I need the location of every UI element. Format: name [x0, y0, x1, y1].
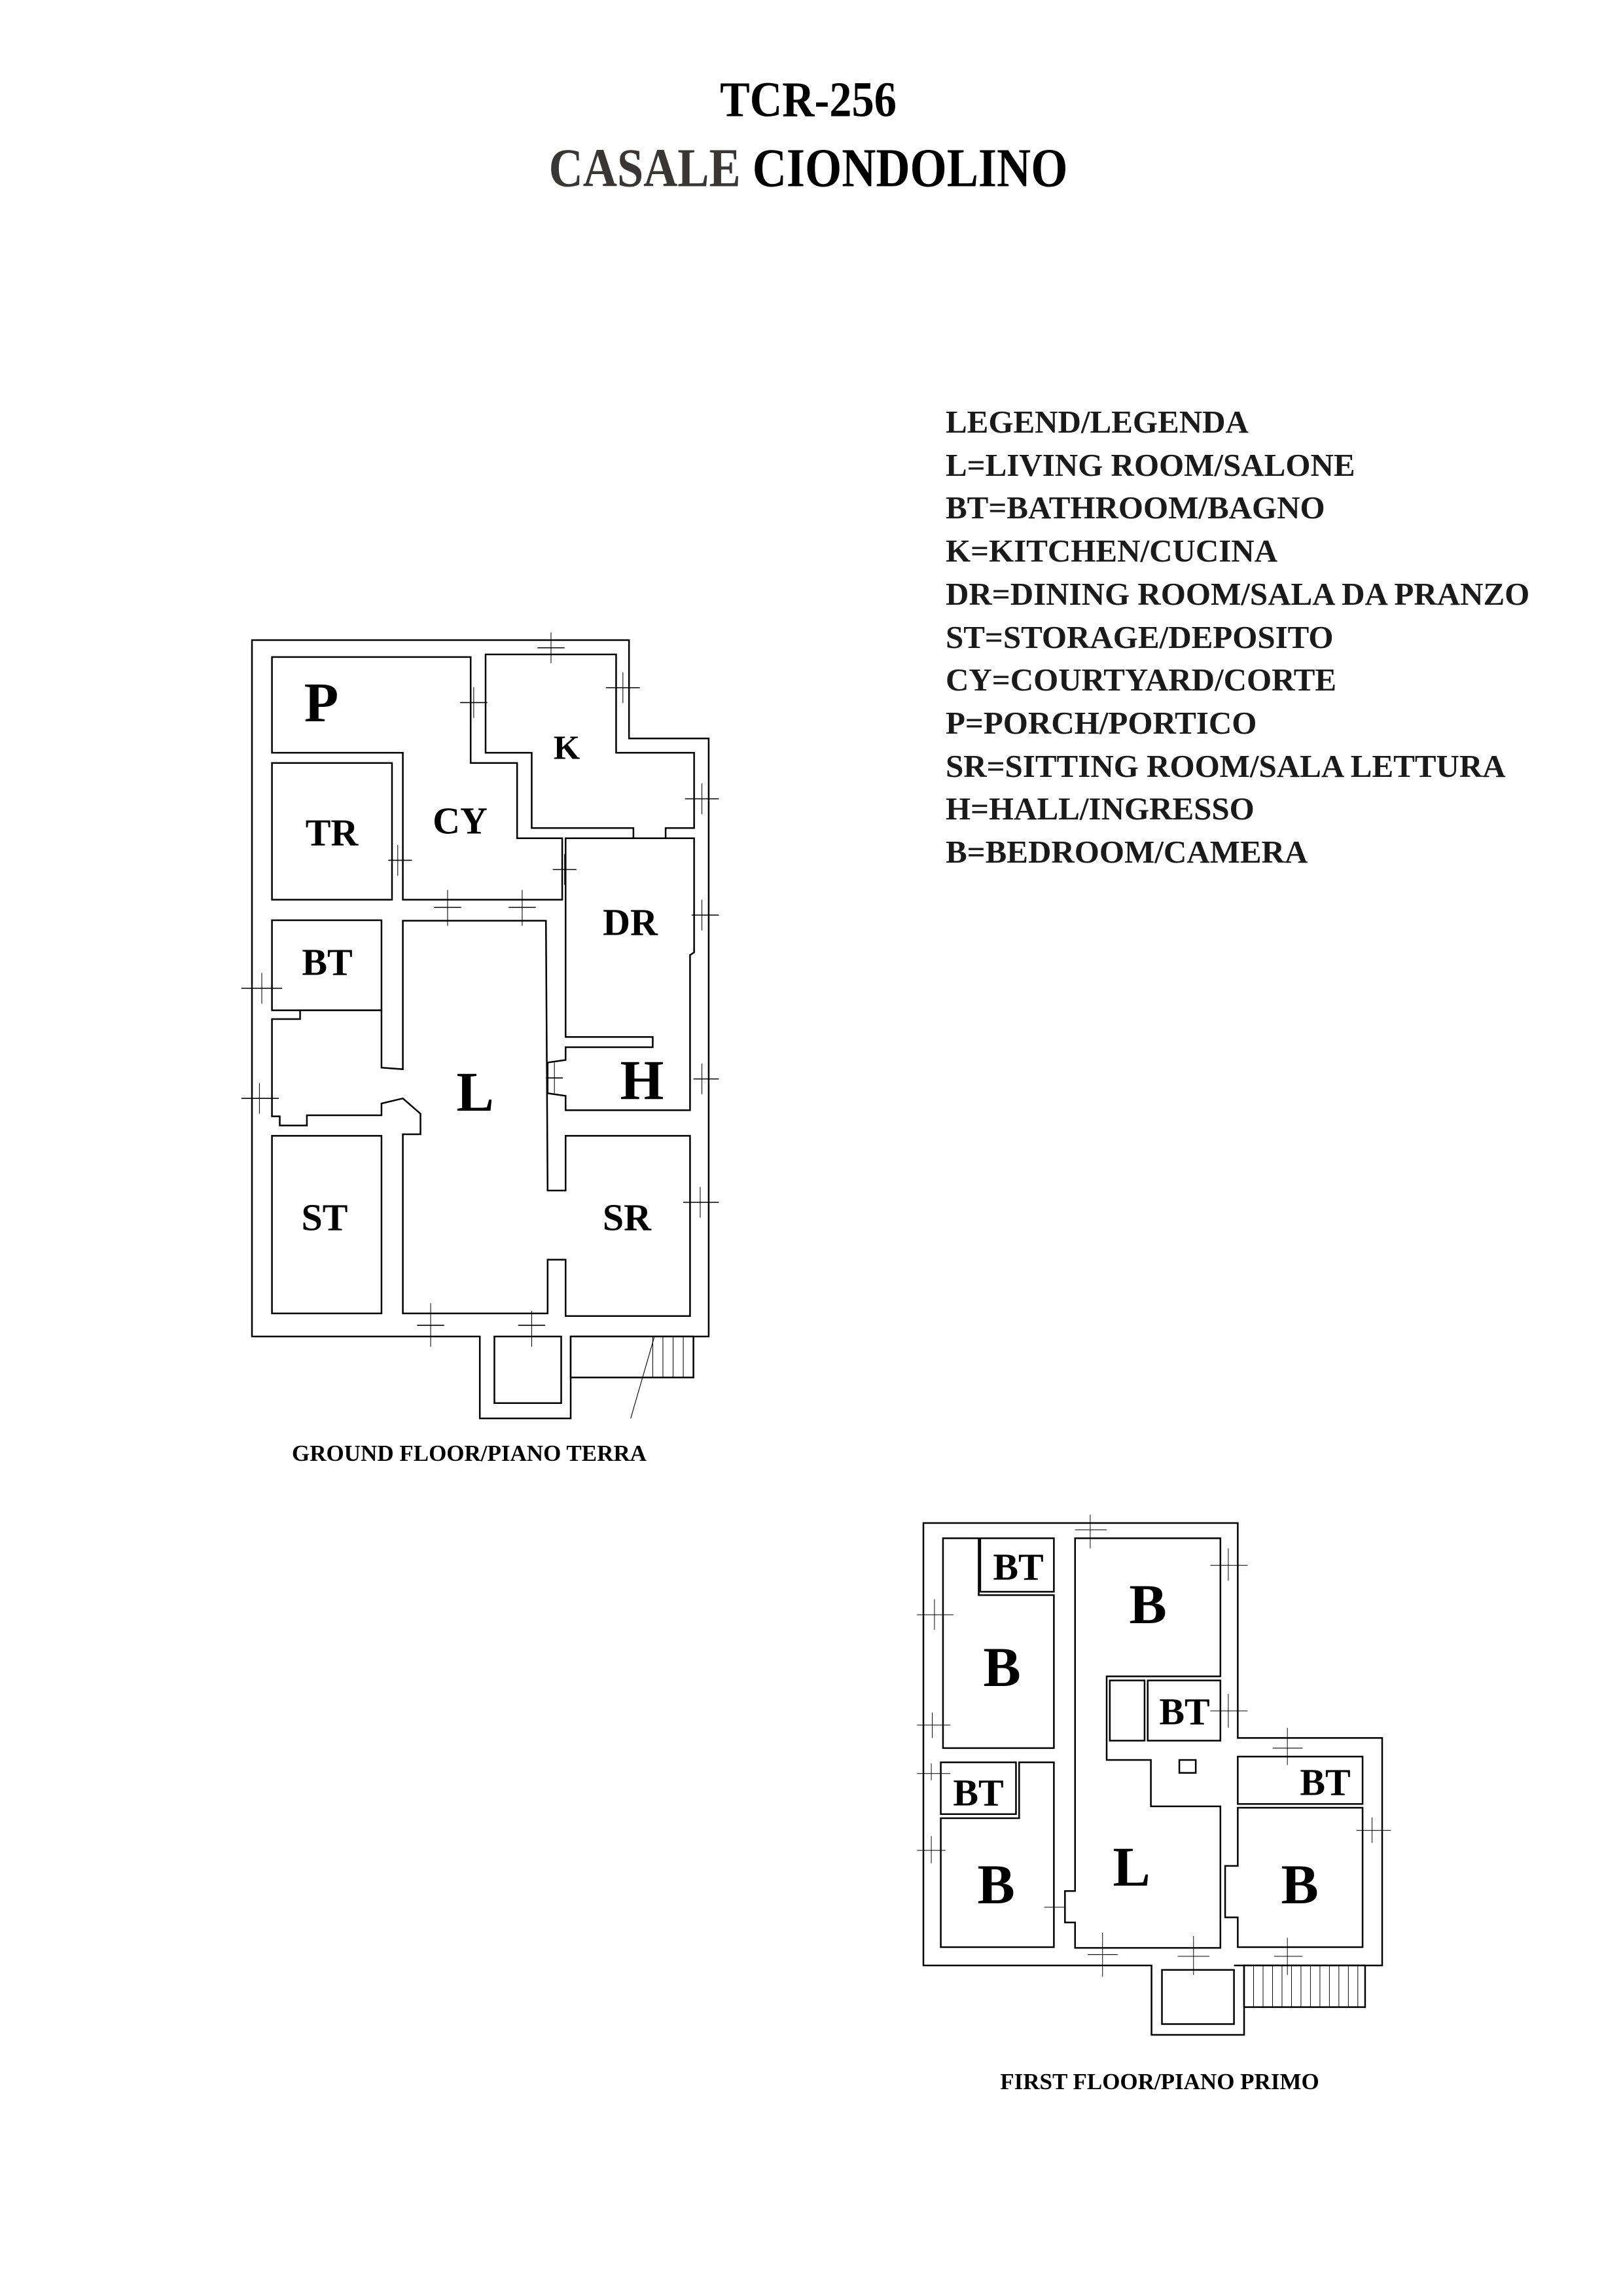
closet — [1110, 1680, 1145, 1740]
room-label-bathroom: BT — [1159, 1690, 1210, 1733]
ground-floor-caption: GROUND FLOOR/PIANO TERRA — [292, 1441, 647, 1466]
room-ext — [494, 1336, 561, 1403]
stairs-steps — [1253, 1965, 1359, 2007]
room-label-bedroom: B — [1129, 1573, 1167, 1636]
stairs — [571, 1336, 694, 1378]
room-label-dining: DR — [603, 901, 658, 944]
property-name: CASALE CIONDOLINO — [549, 137, 1068, 200]
room-label-hall: H — [620, 1049, 664, 1111]
legend-item: B=BEDROOM/CAMERA — [946, 834, 1308, 870]
legend-item: BT=BATHROOM/BAGNO — [946, 490, 1325, 526]
legend-item: P=PORCH/PORTICO — [946, 704, 1257, 741]
room-label-bedroom: B — [983, 1636, 1021, 1698]
stairs-steps — [630, 1336, 684, 1419]
legend-title: LEGEND/LEGENDA — [946, 404, 1249, 440]
property-name-part2: CIONDOLINO — [752, 137, 1068, 199]
room-living-corridor — [1065, 1538, 1221, 1948]
legend-item: ST=STORAGE/DEPOSITO — [946, 619, 1334, 655]
room-label-bathroom: BT — [302, 941, 353, 984]
room-label-tr: TR — [305, 811, 359, 854]
room-bathroom-4 — [941, 1763, 1016, 1814]
room-label-kitchen: K — [553, 729, 580, 767]
room-label-porch: P — [304, 671, 339, 734]
legend-item: SR=SITTING ROOM/SALA LETTURA — [946, 747, 1506, 784]
room-bathroom-1 — [980, 1538, 1054, 1592]
room-tr — [272, 763, 392, 900]
room-label-storage: ST — [301, 1196, 348, 1239]
room-storage — [272, 1136, 382, 1313]
room-label-courtyard: CY — [433, 799, 488, 842]
room-label-living: L — [456, 1060, 494, 1123]
room-label-bathroom: BT — [1300, 1761, 1351, 1804]
stairs — [1234, 1965, 1365, 2007]
ground-floor-plan — [241, 632, 719, 1424]
room-label-bedroom: B — [977, 1853, 1015, 1916]
legend-item: K=KITCHEN/CUCINA — [946, 533, 1278, 569]
room-label-bathroom: BT — [953, 1771, 1004, 1814]
legend: LEGEND/LEGENDA L=LIVING ROOM/SALONE BT=B… — [946, 401, 1529, 874]
window-icon — [241, 632, 719, 1347]
closet-small — [1179, 1760, 1196, 1773]
room-bedroom-3 — [1225, 1808, 1363, 1947]
legend-item: CY=COURTYARD/CORTE — [946, 662, 1337, 698]
room-bathroom — [272, 920, 382, 1011]
room-bedroom-1 — [943, 1538, 1054, 1748]
room-label-bedroom: B — [1281, 1853, 1319, 1916]
room-bedroom-4 — [941, 1763, 1054, 1947]
room-bathroom-3 — [1238, 1757, 1363, 1804]
first-floor-caption: FIRST FLOOR/PIANO PRIMO — [1000, 2069, 1319, 2094]
room-ext — [1162, 1970, 1234, 2024]
legend-item: DR=DINING ROOM/SALA DA PRANZO — [946, 575, 1530, 612]
room-label-sitting: SR — [602, 1196, 652, 1239]
room-dining-hall — [548, 838, 694, 1110]
first-floor-plan — [917, 1515, 1391, 2035]
room-porch-courtyard — [272, 657, 563, 900]
room-bathroom-2 — [1148, 1680, 1221, 1740]
room-label-living: L — [1113, 1835, 1150, 1898]
legend-item: H=HALL/INGRESSO — [946, 791, 1255, 827]
property-code: TCR-256 — [720, 72, 897, 128]
legend-item: L=LIVING ROOM/SALONE — [946, 446, 1355, 483]
window-icon — [917, 1515, 1391, 1977]
property-name-part1: CASALE — [548, 137, 741, 199]
room-label-bathroom: BT — [993, 1545, 1044, 1588]
